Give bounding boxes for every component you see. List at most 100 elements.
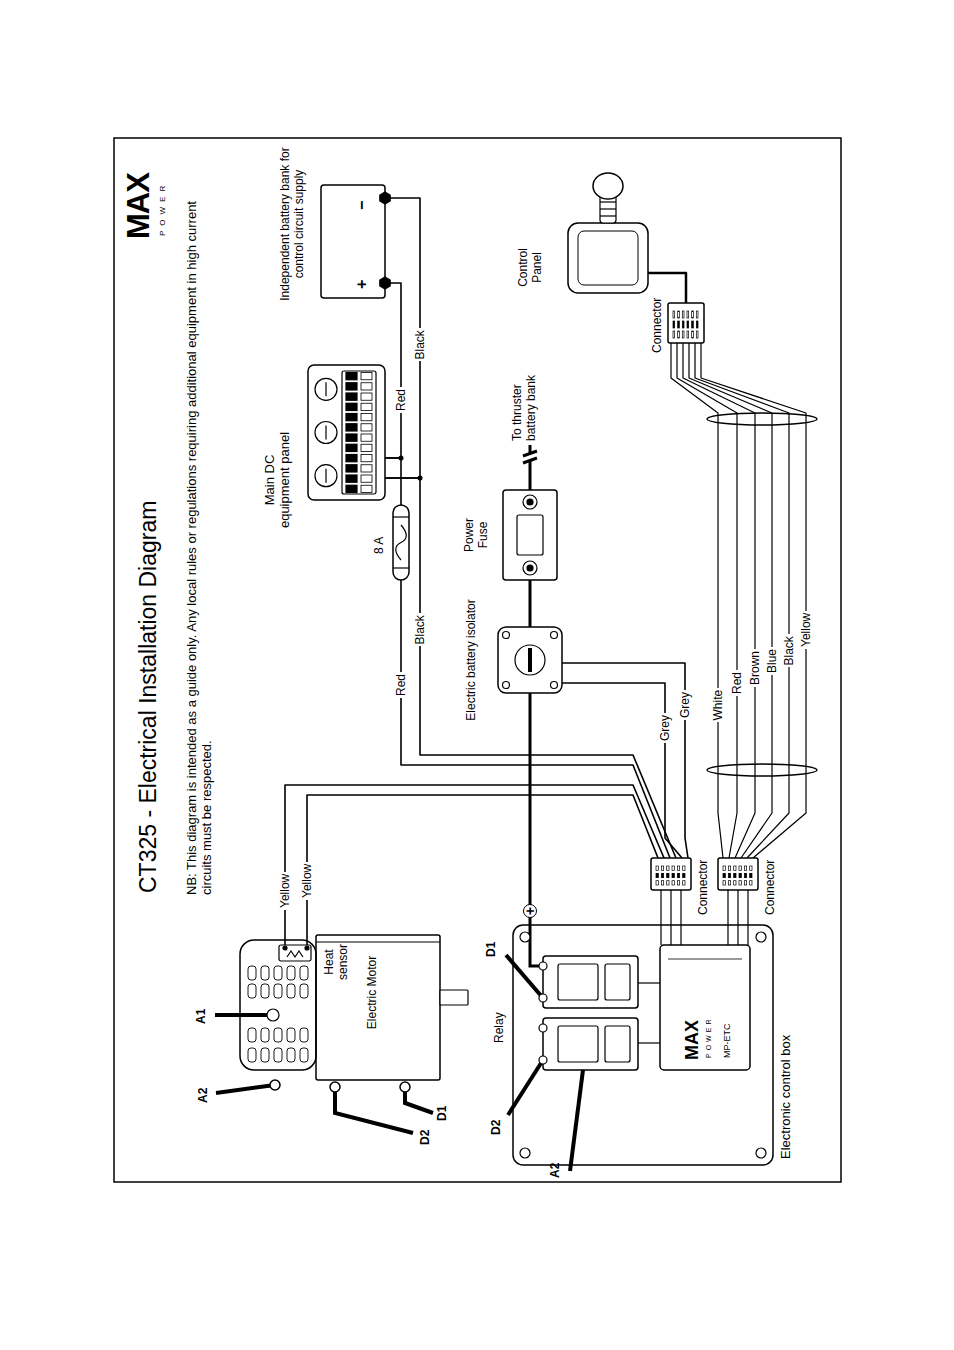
motor-terminal [270,1080,280,1090]
equipment-panel-outline [346,455,357,462]
node-label: Connector [697,860,711,915]
fuse-symbol-outline [393,505,409,580]
node-label: Electronic control box [779,1035,794,1159]
wire-label: Black [782,634,796,667]
connector-plug-outline [750,866,752,870]
equipment-panel-outline [346,444,357,451]
wire-label: Grey [658,713,672,743]
electric-motor-outline [274,984,282,998]
equipment-panel-outline [346,414,357,421]
battery-bank-outline [380,277,390,289]
equipment-panel-outline [315,465,337,487]
connector-plug-outline [651,858,691,890]
node-label: Independent battery bank for control cir… [279,145,307,303]
node-label: Electric battery isolator [465,590,479,730]
control-box-outline [605,1026,630,1062]
heat-sensor-outline [279,945,311,961]
battery-isolator: Electric battery isolator [498,627,562,693]
edge-label-layer: RedBlackRedBlackYellowYellowGreyGrey+Whi… [113,137,842,1183]
connector-plug-outline [677,881,679,885]
electric-motor-outline [300,1028,308,1042]
connector-plug-outline [728,866,730,870]
electric-motor-outline [248,966,256,980]
fuse-symbol-outline [393,567,409,568]
equipment-panel-outline [308,365,385,500]
equipment-panel-outline [325,382,326,396]
connector-plug-outline [718,858,758,890]
wire-label: Red [394,387,408,413]
electric-motor-outline [274,1048,282,1062]
wire-connector [529,580,532,627]
wire-label: Yellow [278,872,292,910]
cable-tie [707,413,817,776]
electric-motor-outline [248,1028,256,1042]
power-fuse-outline [527,565,533,571]
wire-label: + [523,904,537,918]
power-fuse: Power Fuse [503,490,557,580]
control-panel-outline [568,223,648,293]
electric-motor-outline [274,966,282,980]
equipment-panel-outline [361,373,372,380]
wire-label: Black [413,328,427,361]
battery-bank-outline [380,192,390,204]
heat-sensor-outline [279,945,311,961]
control-wire [747,890,748,945]
terminal-label: D1 [436,1106,450,1121]
connector-plug-outline [683,881,685,885]
part-label: Relay [493,1012,507,1043]
control-panel: Control Panel [553,170,653,300]
equipment-panel-outline [361,403,372,410]
connector-plug-outline [678,331,680,338]
motor-terminal [400,1082,410,1092]
connector-plug-outline [728,881,730,885]
control-wire [727,890,728,945]
electric-motor-outline [240,940,316,1070]
connector-plug-outline [677,866,679,870]
electric-motor-outline [316,935,440,1080]
heat-sensor-outline [305,946,309,950]
node-label: + [353,280,371,289]
control-panel-outline [553,170,653,300]
control-box-outline [520,932,530,942]
wire-label: Grey [678,690,692,720]
connector-plug-outline [651,858,691,890]
main-cable [530,925,543,966]
wire-connector [529,693,532,925]
connector-plug-outline [750,881,752,885]
node-label: MAX [682,1020,703,1060]
fuse-symbol: 8 A [393,505,409,580]
electric-motor-outline [287,1028,295,1042]
battery-bank-outline [321,185,385,298]
power-cable [216,955,583,1171]
power-fuse-outline [523,495,537,509]
thruster-cable [523,445,537,490]
connector-plug-outline [673,321,675,328]
electric-motor-outline [261,984,269,998]
wire-connector [307,795,658,945]
control-box-outline [543,956,638,1008]
wire-connector [671,343,723,858]
equipment-panel-outline [361,414,372,421]
connector-plug-outline [687,311,689,318]
wire-connector [737,890,738,945]
connector-plug-outline [667,881,669,885]
terminal-label: D1 [485,942,499,957]
equipment-panel-outline [361,393,372,400]
junction-dot [399,456,423,481]
connector-plug-outline [656,881,658,885]
electronic-module-outline [660,945,750,1070]
equipment-panel-outline [361,444,372,451]
node-label: POWER [705,1017,713,1058]
connector-plug-outline [677,873,679,877]
wire-label: Yellow [300,862,314,900]
electric-motor: Electric MotorHeat sensor [240,935,440,1080]
node-label: Connector [764,860,778,915]
wire-label: Red [730,670,744,696]
connector-plug-outline [739,866,741,870]
equipment-panel-outline [361,424,372,431]
connector-plug-outline [744,866,746,870]
control-box-outline [539,1024,547,1032]
node-label: 8 A [373,537,387,554]
connector-plug-outline [696,331,698,338]
equipment-panel-outline [342,371,376,494]
